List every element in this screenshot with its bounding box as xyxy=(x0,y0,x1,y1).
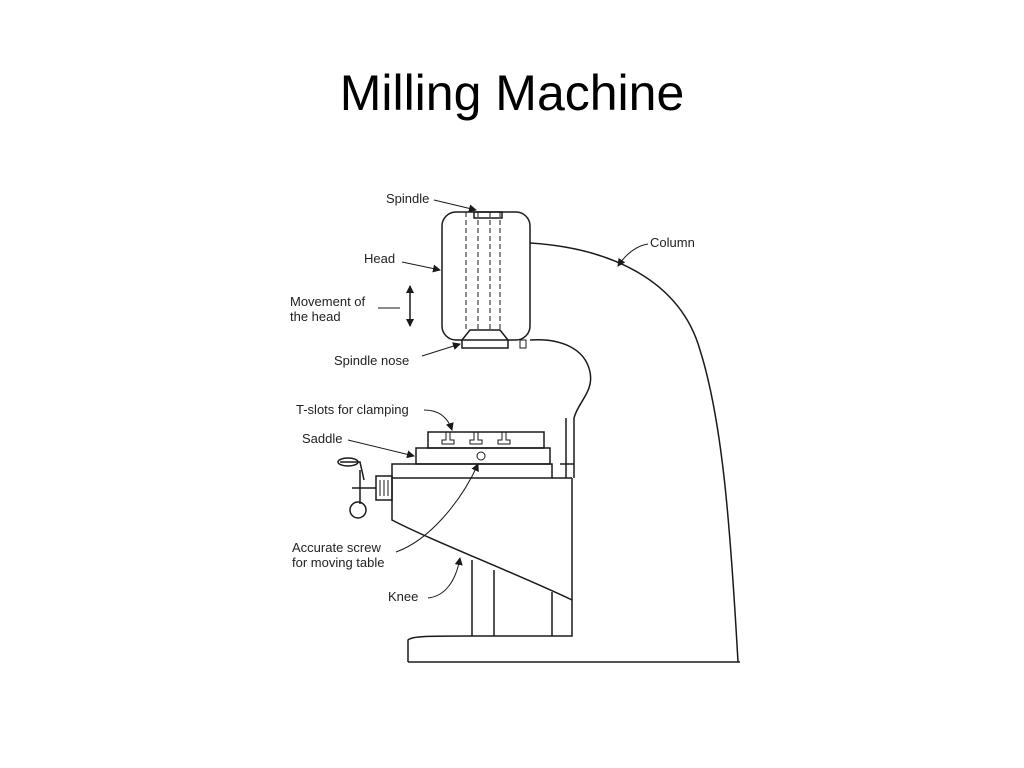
machine-base xyxy=(407,478,740,663)
column-outline xyxy=(529,242,739,663)
head-body xyxy=(441,211,531,341)
label-spindle: Spindle xyxy=(386,191,429,206)
saddle xyxy=(415,447,551,465)
label-head: Head xyxy=(364,251,395,266)
label-movement-line1: Movement of xyxy=(290,294,366,309)
label-saddle: Saddle xyxy=(302,431,342,446)
column-neck xyxy=(529,339,592,419)
label-screw-line2: for moving table xyxy=(292,555,385,570)
knee xyxy=(391,477,573,601)
label-knee: Knee xyxy=(388,589,418,604)
slide-title: Milling Machine xyxy=(339,65,685,121)
label-column: Column xyxy=(650,235,695,250)
label-spindle-nose: Spindle nose xyxy=(334,353,409,368)
label-screw-line1: Accurate screw xyxy=(292,540,381,555)
spindle-nose xyxy=(461,329,509,349)
label-movement-line2: the head xyxy=(290,309,341,324)
label-tslots: T-slots for clamping xyxy=(296,402,409,417)
